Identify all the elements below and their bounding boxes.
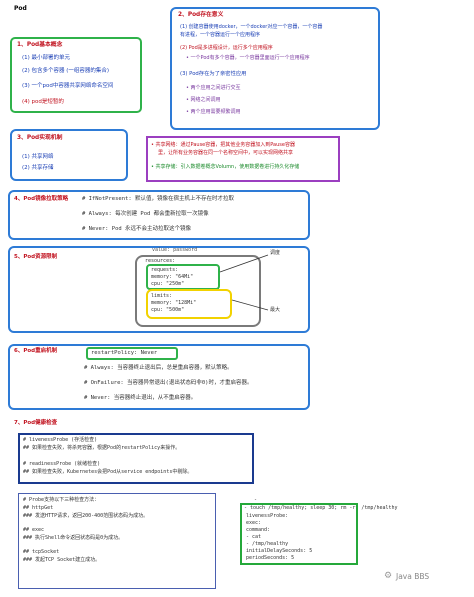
- concept-box: [10, 37, 142, 113]
- limits-box: [146, 289, 232, 319]
- purpose-p2sub: • 一个Pod有多个容器，一个容器里面运行一个应用程序: [186, 55, 310, 61]
- watermark-text: Java BBS: [396, 572, 430, 581]
- liveness-code-top2: - touch /tmp/healthy; sleep 30; rm -rf /…: [244, 505, 398, 511]
- probe-methods-line-2: ## httpGet: [23, 505, 54, 511]
- probe-types-line-2: ## 如果检查失败，将杀死容器，根据Pod的restartPolicy来操作。: [23, 445, 181, 451]
- pull-policy-title: 4、Pod镜像拉取策略: [14, 196, 69, 202]
- resource-code-top: value: password: [152, 247, 198, 253]
- liveness-code-3: - cat: [246, 534, 262, 540]
- top-label: Pod: [14, 5, 27, 12]
- resource-code-1: requests:: [151, 267, 179, 273]
- liveness-code-2: command:: [246, 527, 271, 533]
- concept-item-4: (4) pod是短暂的: [22, 99, 64, 105]
- probe-methods-line-4: ## exec: [23, 527, 45, 533]
- pull-policy-box: [8, 190, 310, 240]
- probe-types-line-3: # readinessProbe (就绪检查): [23, 461, 101, 467]
- purpose-p3-item-2: • 网络之间调用: [186, 97, 221, 103]
- watermark-icon: ⚙: [384, 571, 393, 581]
- probe-methods-line-3: ### 发送HTTP请求，返回200-400范围状态码为成功。: [23, 513, 149, 519]
- probe-types-line-1: # livenessProbe (存活检查): [23, 437, 98, 443]
- liveness-code-0: livenessProbe:: [246, 513, 289, 519]
- mechanism-box: [10, 129, 128, 181]
- probe-methods-line-5: ### 执行Shell命令返回状态码是0为成功。: [23, 535, 124, 541]
- liveness-code-6: periodSeconds: 5: [246, 555, 295, 561]
- liveness-code-box: [240, 503, 358, 565]
- restart-line-1: # Always: 当容器终止退出后，总是重启容器，默认策略。: [84, 365, 233, 371]
- restart-line-2: # OnFailure: 当容器异常退出(退出状态码非0)时，才重启容器。: [84, 380, 253, 386]
- resource-limit-title: 5、Pod资源限制: [14, 254, 58, 260]
- purpose-p1a: (1) 创建容器使用docker，一个docker对应一个容器，一个容器: [180, 24, 323, 30]
- restart-box: [8, 344, 310, 410]
- schedule-arrow: [219, 254, 269, 273]
- resource-code-3: cpu: "250m": [151, 281, 185, 287]
- concept-item-3: (3) 一个pod中容器共享网络命名空间: [22, 83, 114, 89]
- mechanism-note-box: [146, 136, 340, 182]
- concept-item-1: (1) 最小部署的单元: [22, 55, 71, 61]
- probe-methods-line-7: ### 发起TCP Socket建立成功。: [23, 557, 101, 563]
- mechanism-title: 3、Pod实现机制: [17, 135, 63, 141]
- mechanism-item-1: (1) 共享网络: [22, 154, 54, 160]
- liveness-code-5: initialDelaySeconds: 5: [246, 548, 313, 554]
- resource-code-5: memory: "128Mi": [151, 300, 197, 306]
- mechanism-note1b: 里，让所有业务容器在同一个名称空间中，可以实现网络共享: [158, 150, 294, 156]
- purpose-p3-item-3: • 两个应用需要频繁调用: [186, 109, 241, 115]
- concept-title: 1、Pod基本概念: [17, 42, 63, 48]
- watermark: ⚙ Java BBS: [384, 570, 464, 584]
- resource-limit-box: [8, 246, 310, 333]
- resource-code-4: limits:: [151, 293, 173, 299]
- probe-types-box: [18, 433, 254, 484]
- pull-policy-line-2: # Always: 每次创建 Pod 都会重新拉取一次镜像: [82, 211, 209, 217]
- resource-arrows: [219, 254, 269, 311]
- mechanism-note2: • 共享存储：引入数据卷概念Volumn，使用数据卷进行持久化存储: [151, 164, 300, 170]
- probe-methods-line-6: ## tcpSocket: [23, 549, 60, 555]
- resource-code-0: resources:: [145, 258, 176, 264]
- purpose-p1b: 有进程，一个容器运行一个应用程序: [180, 32, 261, 38]
- restart-title: 6、Pod重启机制: [14, 348, 58, 354]
- max-arrow: [231, 299, 269, 311]
- resource-outline: [135, 255, 261, 327]
- resource-code-2: memory: "64Mi": [151, 274, 194, 280]
- liveness-code-4: - /tmp/healthy: [246, 541, 289, 547]
- health-check-title: 7、Pod健康检查: [14, 420, 58, 426]
- purpose-p3: (3) Pod存在为了亲密性应用: [180, 71, 247, 77]
- label-max: 最大: [270, 307, 281, 313]
- purpose-p3-item-1: • 两个应用之间进行交互: [186, 85, 241, 91]
- liveness-code-1: exec:: [246, 520, 262, 526]
- purpose-title: 2、Pod存在意义: [178, 12, 224, 18]
- concept-item-2: (2) 包含多个容器 (一组容器的集合): [22, 68, 110, 74]
- probe-types-line-4: ## 如果检查失败，Kubernetes会把Pod从service endpoi…: [23, 469, 193, 475]
- restart-line-3: # Never: 当容器终止退出，从不重启容器。: [84, 395, 197, 401]
- purpose-p2: (2) Pod是多进程设计，运行多个应用程序: [180, 45, 273, 51]
- pull-policy-line-3: # Never: Pod 永远不会主动拉取这个镜像: [82, 226, 192, 232]
- purpose-box: [170, 7, 380, 130]
- mechanism-item-2: (2) 共享存储: [22, 165, 54, 171]
- probe-methods-line-1: # Probe支持以下三种检查方法：: [23, 497, 100, 503]
- restart-policy: restartPolicy: Never: [91, 350, 158, 356]
- liveness-code-top1: -: [254, 497, 258, 503]
- pull-policy-line-1: # IfNotPresent: 默认值，镜像在宿主机上不存在时才拉取: [82, 196, 234, 202]
- resource-code-6: cpu: "500m": [151, 307, 185, 313]
- restart-policy-box: [86, 347, 178, 360]
- label-schedule: 调度: [270, 250, 281, 256]
- mechanism-note1a: • 共享网络：通过Pause容器，把其他业务容器加入到Pause容器: [151, 142, 295, 148]
- probe-methods-box: [18, 493, 216, 589]
